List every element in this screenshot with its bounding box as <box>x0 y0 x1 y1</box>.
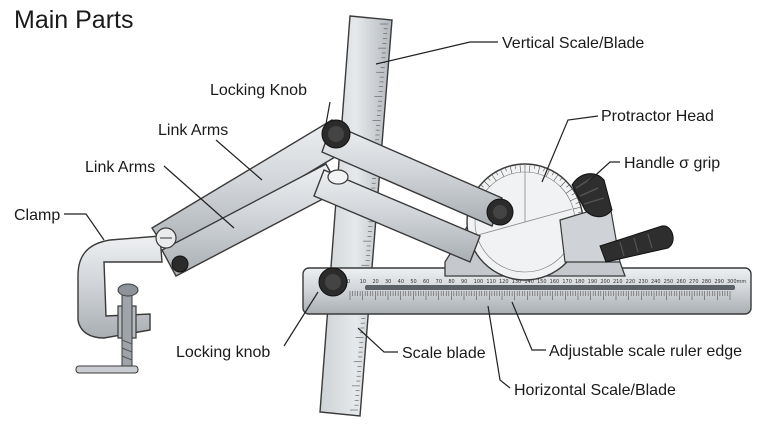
handle-grip <box>571 173 674 263</box>
horizontal-tick-label: 210 <box>613 279 623 285</box>
label-locking-knob-bottom: Locking knob <box>176 344 270 361</box>
label-handle-grip: Handle σ grip <box>624 155 720 172</box>
leader-lines <box>64 41 620 389</box>
protractor-knob-shape <box>486 198 514 226</box>
horizontal-tick-label: 220 <box>626 279 636 285</box>
label-clamp: Clamp <box>14 207 60 224</box>
label-link-arms-upper: Link Arms <box>158 122 228 139</box>
horizontal-tick-label: 90 <box>461 279 467 285</box>
horizontal-tick-label: 230 <box>638 279 648 285</box>
horizontal-tick-label: 200 <box>600 279 610 285</box>
horizontal-tick-label: 50 <box>410 279 416 285</box>
horizontal-tick-label: 160 <box>550 279 560 285</box>
horizontal-tick-label: 190 <box>588 279 598 285</box>
horizontal-tick-label: 100 <box>474 279 484 285</box>
horizontal-tick-label: 120 <box>499 279 509 285</box>
horizontal-tick-label: 110 <box>486 279 496 285</box>
horizontal-tick-label: 180 <box>575 279 585 285</box>
label-link-arms-lower: Link Arms <box>85 159 155 176</box>
label-scale-blade: Scale blade <box>402 345 486 362</box>
horizontal-tick-label: 260 <box>676 279 686 285</box>
horizontal-tick-label: 150 <box>537 279 547 285</box>
locking-knob-bottom-shape <box>318 267 348 297</box>
horizontal-tick-label: 80 <box>448 279 454 285</box>
label-locking-knob-top: Locking Knob <box>210 82 307 99</box>
label-protractor-head: Protractor Head <box>601 108 714 125</box>
page-title: Main Parts <box>14 6 134 34</box>
horizontal-tick-label: 70 <box>436 279 442 285</box>
horizontal-tick-label: 250 <box>664 279 674 285</box>
label-horizontal-scale: Horizontal Scale/Blade <box>514 382 676 399</box>
horizontal-tick-label: 20 <box>372 279 378 285</box>
horizontal-tick-label: 280 <box>702 279 712 285</box>
horizontal-tick-label: 40 <box>398 279 404 285</box>
horizontal-tick-label: 10 <box>360 279 366 285</box>
clamp <box>75 227 177 374</box>
horizontal-tick-label: 140 <box>524 279 534 285</box>
horizontal-tick-label: 270 <box>689 279 699 285</box>
horizontal-tick-label: 290 <box>714 279 724 285</box>
label-vertical-scale: Vertical Scale/Blade <box>502 35 644 52</box>
label-adjustable-edge: Adjustable scale ruler edge <box>549 343 742 360</box>
horizontal-tick-label: 60 <box>423 279 429 285</box>
link-arms <box>151 119 503 277</box>
horizontal-tick-label: 0 <box>347 279 350 285</box>
horizontal-tick-label: 30 <box>385 279 391 285</box>
horizontal-tick-label: 130 <box>512 279 522 285</box>
horizontal-tick-label: 170 <box>562 279 572 285</box>
locking-knob-top-shape <box>321 119 351 149</box>
clamp-pivot-knob <box>171 255 189 273</box>
adjustable-slot <box>365 285 735 290</box>
horizontal-tick-label: 300mm <box>727 279 746 285</box>
horizontal-tick-label: 240 <box>651 279 661 285</box>
